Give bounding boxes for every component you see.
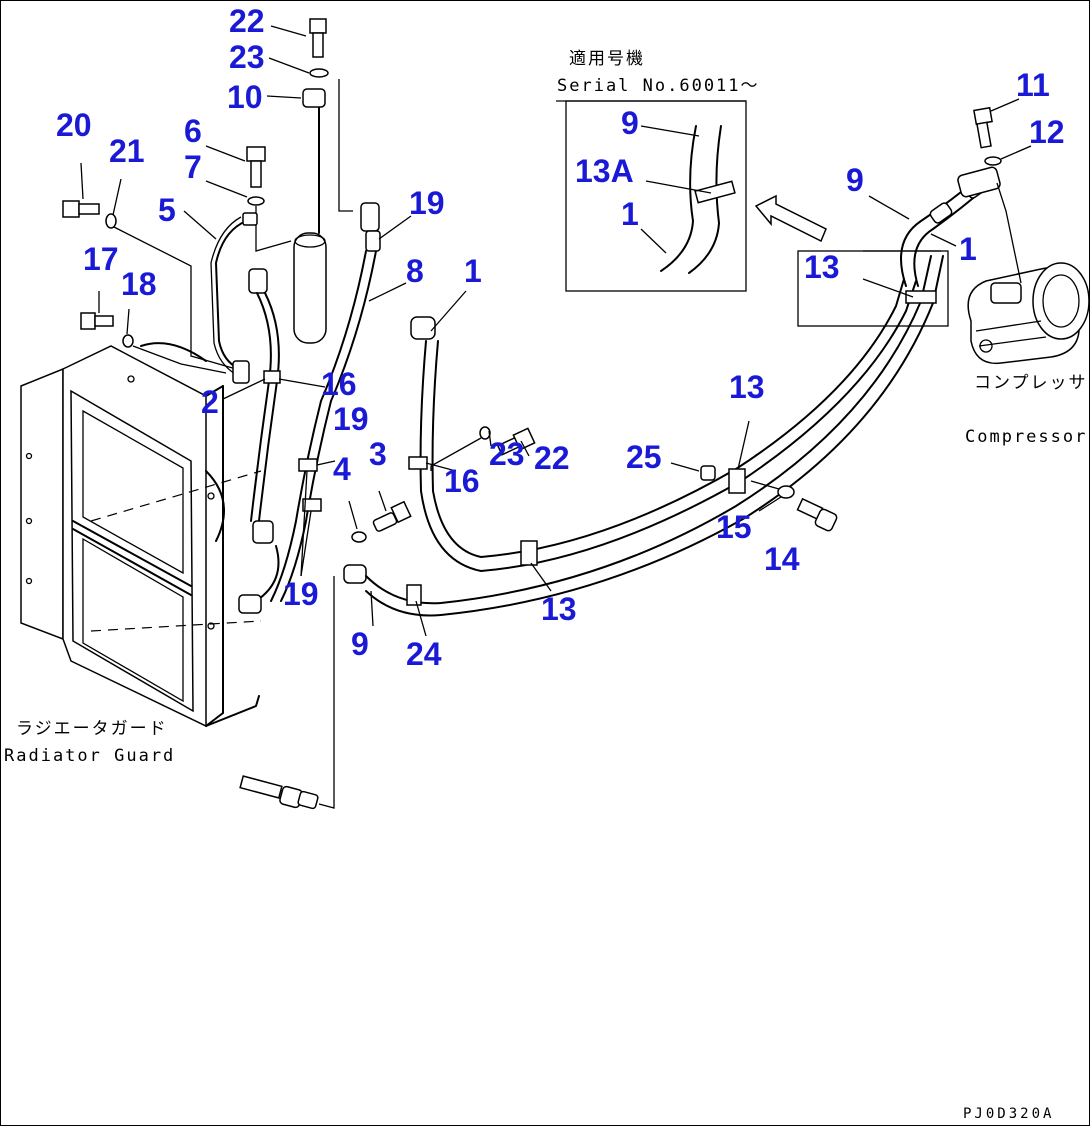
callout-22: 22	[534, 440, 570, 476]
hose-2	[238, 268, 280, 614]
callout-24: 24	[406, 636, 442, 672]
callout-20: 20	[56, 107, 92, 143]
callout-17: 17	[83, 241, 119, 277]
callout-9: 9	[621, 105, 639, 141]
bolt-3	[351, 500, 412, 543]
left-fasteners	[62, 146, 292, 374]
callout-13: 13	[541, 591, 577, 627]
callout-2: 2	[201, 384, 219, 420]
callout-21: 21	[109, 133, 145, 169]
callout-19: 19	[333, 401, 369, 437]
bolt-22-middle	[430, 426, 536, 471]
clamps	[263, 290, 937, 606]
callout-15: 15	[716, 509, 752, 545]
callout-1: 1	[464, 253, 482, 289]
callout-23: 23	[229, 39, 265, 75]
receiver-drier	[293, 88, 327, 344]
callout-23: 23	[489, 436, 525, 472]
compressor	[957, 166, 1089, 365]
hose-1	[410, 278, 917, 572]
pipe-5	[215, 220, 247, 370]
callout-16: 16	[444, 463, 480, 499]
callout-9: 9	[846, 162, 864, 198]
callout-16: 16	[321, 366, 357, 402]
callout-25: 25	[626, 439, 662, 475]
callout-5: 5	[158, 192, 176, 228]
drawing-code: PJ0D320A	[963, 1106, 1055, 1122]
hose-8	[270, 202, 381, 602]
callout-10: 10	[227, 79, 263, 115]
bolt-11	[973, 106, 1002, 166]
callout-19: 19	[283, 576, 319, 612]
callout-1: 1	[621, 196, 639, 232]
radiator-guard-label-en: Radiator Guard	[4, 746, 176, 766]
callout-9: 9	[351, 626, 369, 662]
compressor-label-en: Compressor	[965, 427, 1088, 447]
callout-14: 14	[764, 541, 800, 577]
callout-13A: 13A	[575, 153, 634, 189]
bottom-connector	[239, 576, 335, 810]
callout-12: 12	[1029, 114, 1065, 150]
radiator-guard-label-jp: ラジエータガード	[16, 719, 168, 739]
leader-lines	[80, 25, 1032, 637]
callout-11: 11	[1016, 67, 1050, 103]
hose-9	[343, 175, 992, 617]
callout-1: 1	[959, 231, 977, 267]
arrow-to-inset	[754, 194, 827, 243]
inset-detail	[556, 100, 747, 292]
compressor-label-jp: コンプレッサ	[974, 373, 1088, 393]
callout-18: 18	[121, 266, 157, 302]
bolt-14	[700, 465, 838, 532]
callout-19: 19	[409, 185, 445, 221]
callout-6: 6	[184, 113, 202, 149]
inset-serial-label: Serial No.60011〜	[557, 76, 760, 96]
callout-22: 22	[229, 3, 265, 39]
bolt-22-top	[309, 18, 353, 212]
inset-applicability-label: 適用号機	[569, 49, 645, 69]
callout-13: 13	[729, 369, 765, 405]
callout-3: 3	[369, 436, 387, 472]
callout-4: 4	[333, 451, 351, 487]
radiator-guard	[20, 342, 262, 728]
callout-7: 7	[184, 149, 202, 185]
callout-8: 8	[406, 253, 424, 289]
callout-13: 13	[804, 249, 840, 285]
